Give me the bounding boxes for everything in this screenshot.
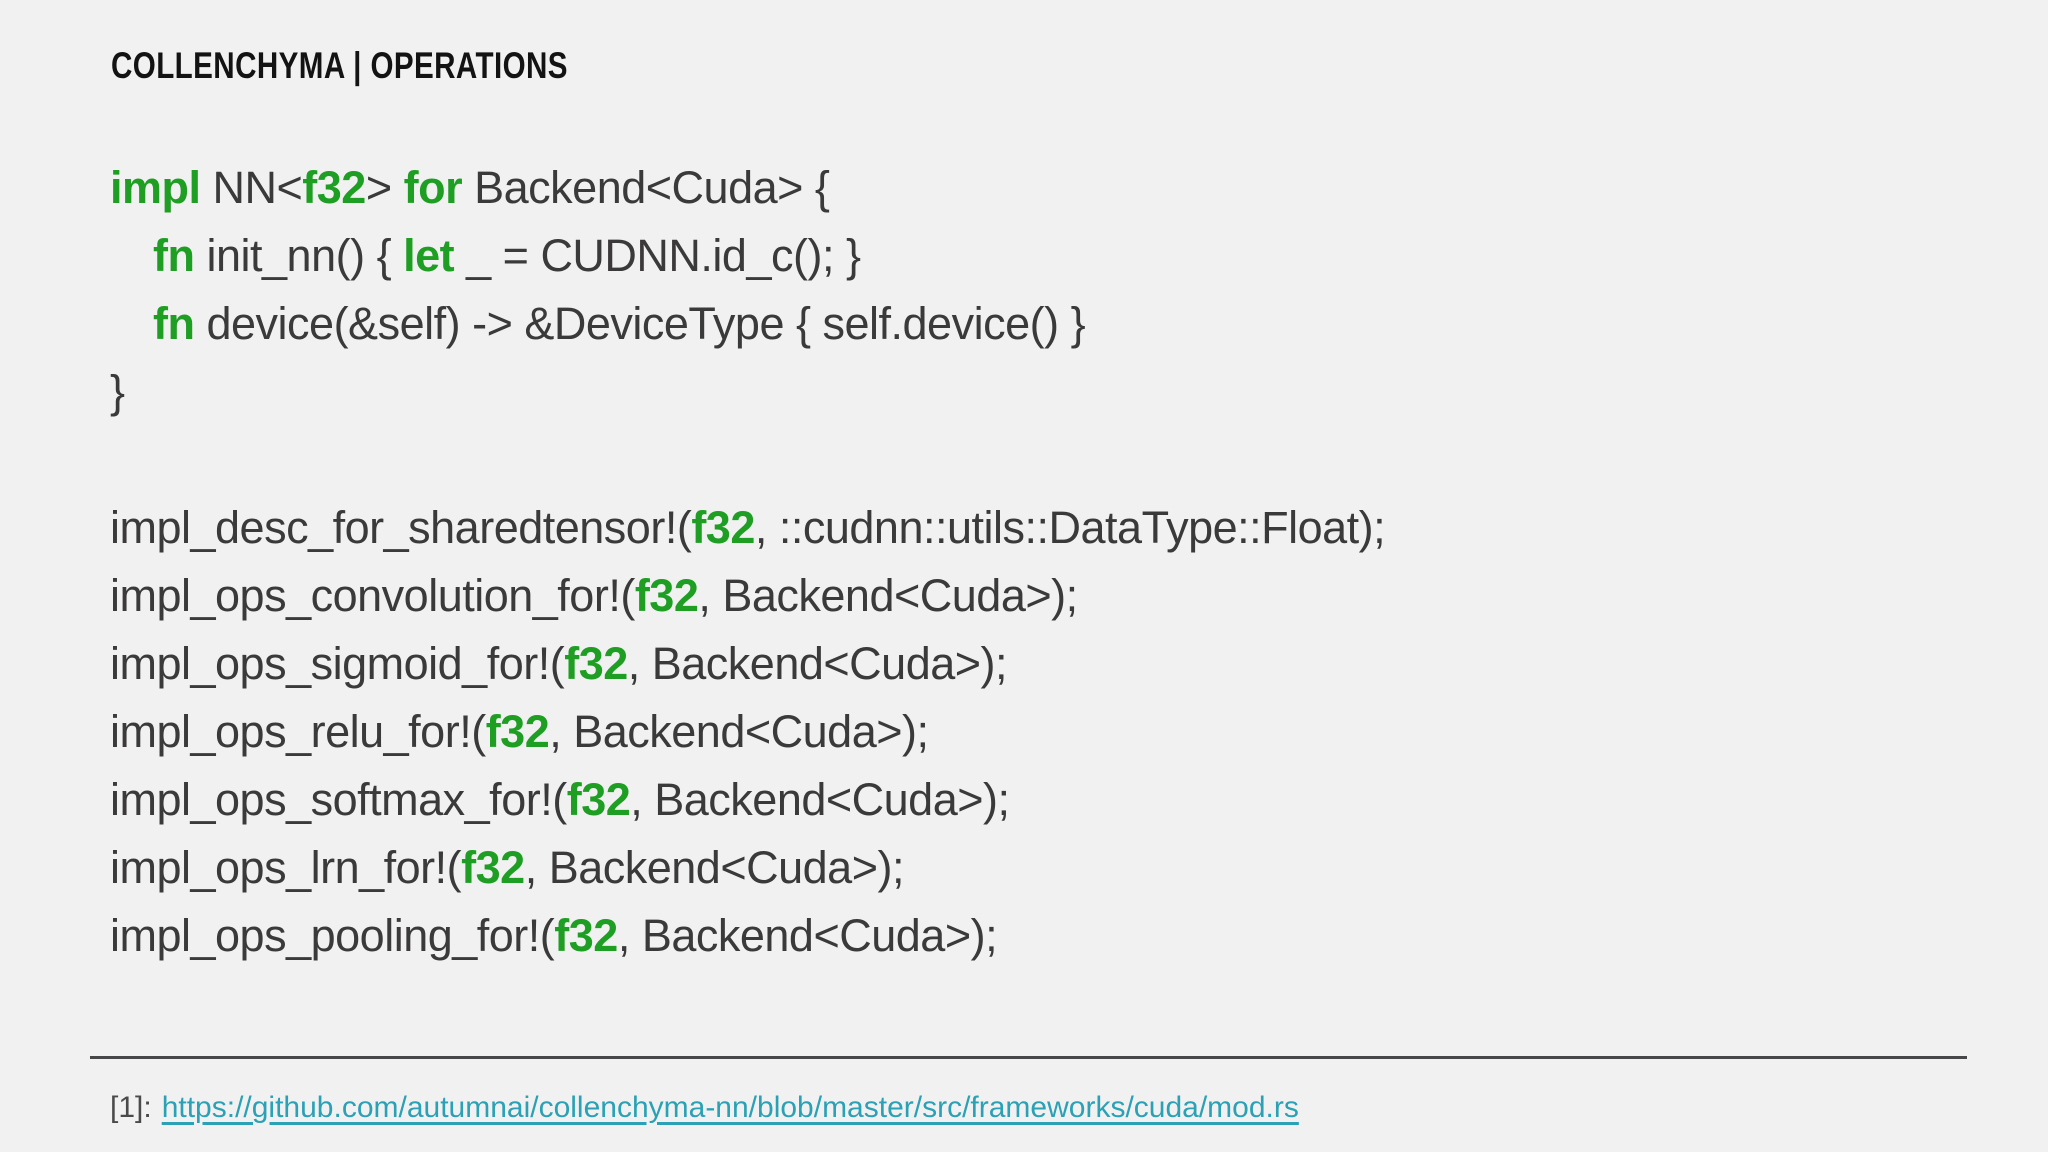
code-keyword: f32: [302, 162, 366, 213]
code-text: , Backend<Cuda>);: [617, 910, 998, 961]
code-keyword: let: [403, 230, 455, 281]
code-line: impl_desc_for_sharedtensor!(f32, ::cudnn…: [110, 494, 1386, 562]
code-keyword: f32: [566, 774, 631, 825]
slide-title: COLLENCHYMA | OPERATIONS: [111, 45, 568, 86]
code-line: impl_ops_pooling_for!(f32, Backend<Cuda>…: [110, 902, 1385, 970]
footer-divider: [90, 1056, 1967, 1059]
code-line: impl_ops_convolution_for!(f32, Backend<C…: [110, 562, 1385, 630]
code-keyword: f32: [634, 570, 699, 621]
code-text: , Backend<Cuda>);: [630, 774, 1010, 825]
code-line: impl_ops_relu_for!(f32, Backend<Cuda>);: [110, 698, 1385, 766]
code-line: impl NN<f32> for Backend<Cuda> {: [110, 154, 1385, 222]
code-line: impl_ops_sigmoid_for!(f32, Backend<Cuda>…: [110, 630, 1385, 698]
code-line: [110, 426, 1385, 494]
code-text: , Backend<Cuda>);: [698, 570, 1078, 621]
code-text: impl_ops_relu_for!(: [110, 706, 486, 757]
code-text: Backend<Cuda> {: [462, 162, 830, 213]
code-text: , Backend<Cuda>);: [549, 706, 929, 757]
code-keyword: f32: [564, 638, 628, 689]
code-keyword: impl: [110, 162, 201, 213]
code-text: impl_ops_lrn_for!(: [110, 842, 462, 893]
code-text: impl_ops_sigmoid_for!(: [110, 638, 565, 689]
code-keyword: for: [403, 162, 463, 213]
code-text: device(&self) -> &DeviceType { self.devi…: [194, 298, 1086, 349]
code-text: impl_ops_convolution_for!(: [110, 570, 635, 621]
code-text: NN<: [200, 162, 303, 213]
code-text: impl_desc_for_sharedtensor!(: [110, 502, 692, 553]
code-block: impl NN<f32> for Backend<Cuda> {fn init_…: [110, 154, 1386, 970]
code-line: fn init_nn() { let _ = CUDNN.id_c(); }: [110, 222, 1385, 290]
code-line: }: [110, 358, 1385, 426]
code-text: impl_ops_pooling_for!(: [110, 910, 555, 961]
code-line: impl_ops_softmax_for!(f32, Backend<Cuda>…: [110, 766, 1385, 834]
footnote: [1]: https://github.com/autumnai/collench…: [110, 1088, 1299, 1128]
code-text: impl_ops_softmax_for!(: [110, 774, 567, 825]
code-line: fn device(&self) -> &DeviceType { self.d…: [110, 290, 1385, 358]
code-keyword: f32: [485, 706, 550, 757]
code-text: init_nn() {: [194, 230, 404, 281]
code-text: , ::cudnn::utils::DataType::Float);: [754, 502, 1386, 553]
footnote-link[interactable]: https://github.com/autumnai/collenchyma-…: [161, 1091, 1299, 1124]
code-text: >: [365, 162, 404, 213]
code-text: _ = CUDNN.id_c(); }: [454, 230, 861, 281]
code-keyword: f32: [691, 502, 755, 553]
code-keyword: f32: [554, 910, 618, 961]
code-text: , Backend<Cuda>);: [627, 638, 1008, 689]
code-keyword: fn: [153, 298, 195, 349]
code-keyword: fn: [153, 230, 195, 281]
code-text: }: [110, 366, 125, 417]
footnote-ref: [1]:: [110, 1091, 152, 1124]
code-keyword: f32: [461, 842, 525, 893]
code-text: , Backend<Cuda>);: [524, 842, 905, 893]
code-line: impl_ops_lrn_for!(f32, Backend<Cuda>);: [110, 834, 1385, 902]
